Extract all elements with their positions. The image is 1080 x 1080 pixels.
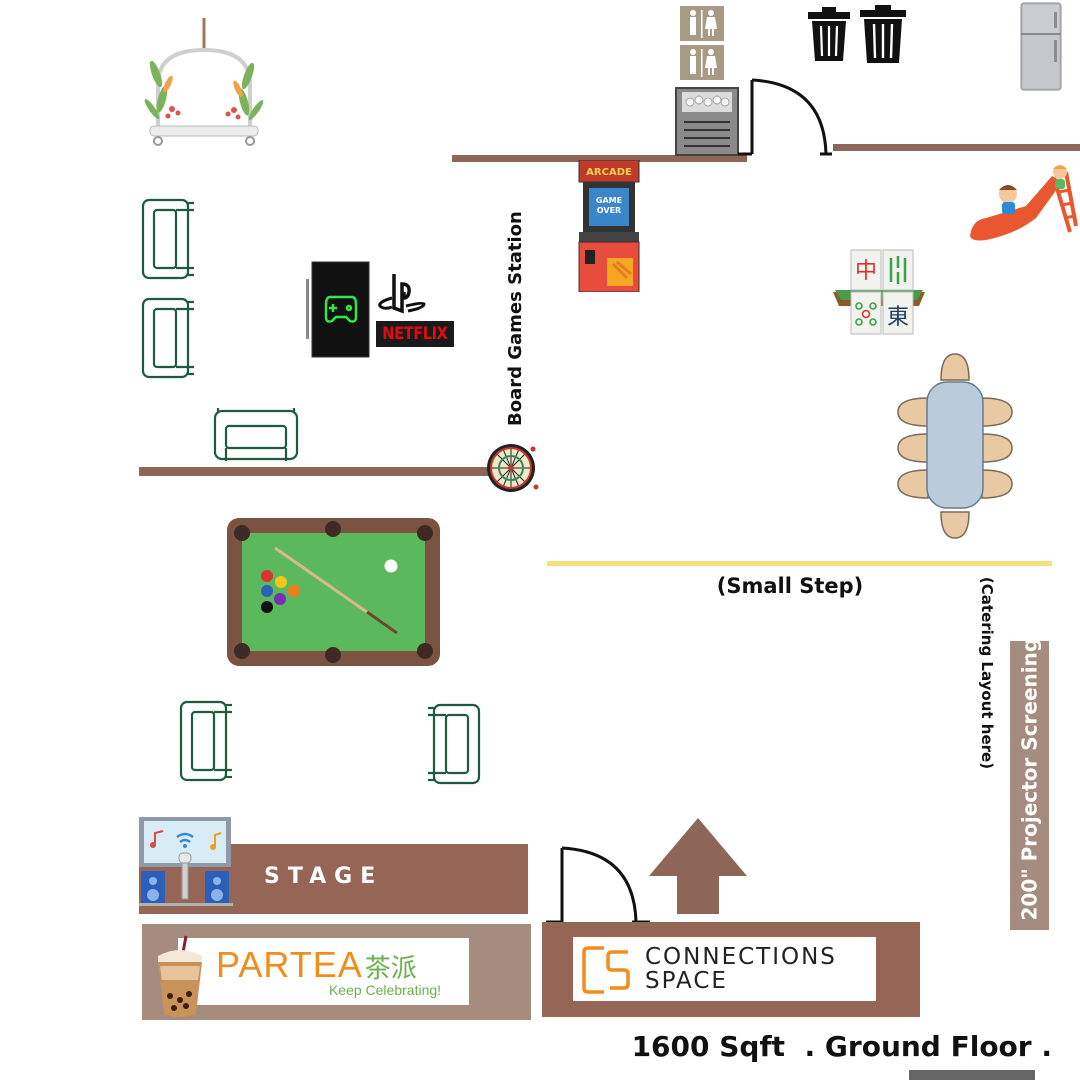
fridge-icon [1020,2,1062,92]
partea-name: PARTEA茶派 [216,944,466,985]
partea-cup-icon [152,934,208,1020]
sofa-icon [140,197,198,281]
tv-icon [306,261,370,358]
cs-name-line1: CONNECTIONS [645,944,837,970]
netflix-text: NETFLIX [382,324,448,344]
wall-top-right [833,144,1080,151]
dining-table-icon [894,350,1016,542]
sofa-icon [424,702,482,786]
footer-bar [909,1070,1035,1080]
sofa-icon [178,699,236,783]
wall-top-middle [452,155,747,162]
ice-machine-icon [674,86,740,157]
projector-label: 200" Projector Screening [1017,637,1042,921]
stage-label: STAGE [264,864,384,889]
mahjong-icon: 中 東 [829,248,929,338]
trash-icon [858,4,908,64]
board-games-label: Board Games Station [505,211,526,426]
swing-icon [138,14,270,149]
mahjong-tile-1: 中 [855,259,877,284]
sofa-icon [140,296,198,380]
cs-logo-icon [582,944,632,996]
arcade-icon: ARCADE GAME OVER [577,160,641,292]
arcade-screen-line2: OVER [597,206,621,215]
small-step-line [547,561,1052,566]
projector-screen [1010,641,1049,930]
slide-icon [966,160,1078,242]
floor-info-label: 1600 Sqft . Ground Floor . [631,1030,1052,1063]
door-icon [546,846,652,924]
dartboard-icon [486,436,542,500]
trash-icon [806,6,852,62]
netflix-logo: NETFLIX [376,321,454,347]
catering-label: (Catering Layout here) [978,576,996,770]
toilet-sign-icon [680,6,724,80]
small-step-label: (Small Step) [716,574,864,598]
partea-logo-card [178,938,469,1005]
arcade-screen-line1: GAME [596,196,622,205]
arcade-title: ARCADE [586,167,632,178]
pool-table-icon [227,518,440,666]
sofa-icon [212,406,300,464]
mahjong-tile-2: 東 [887,305,909,330]
karaoke-icon [139,815,235,907]
playstation-icon [376,272,428,314]
cs-name-line2: SPACE [645,968,728,994]
door-icon [736,78,832,158]
entrance-arrow-icon [648,818,748,914]
partea-wordmark: PARTEA [216,944,363,985]
wall-left-lounge [139,467,491,476]
partea-tagline: Keep Celebrating! [328,982,442,998]
partea-chinese-name: 茶派 [364,954,417,984]
